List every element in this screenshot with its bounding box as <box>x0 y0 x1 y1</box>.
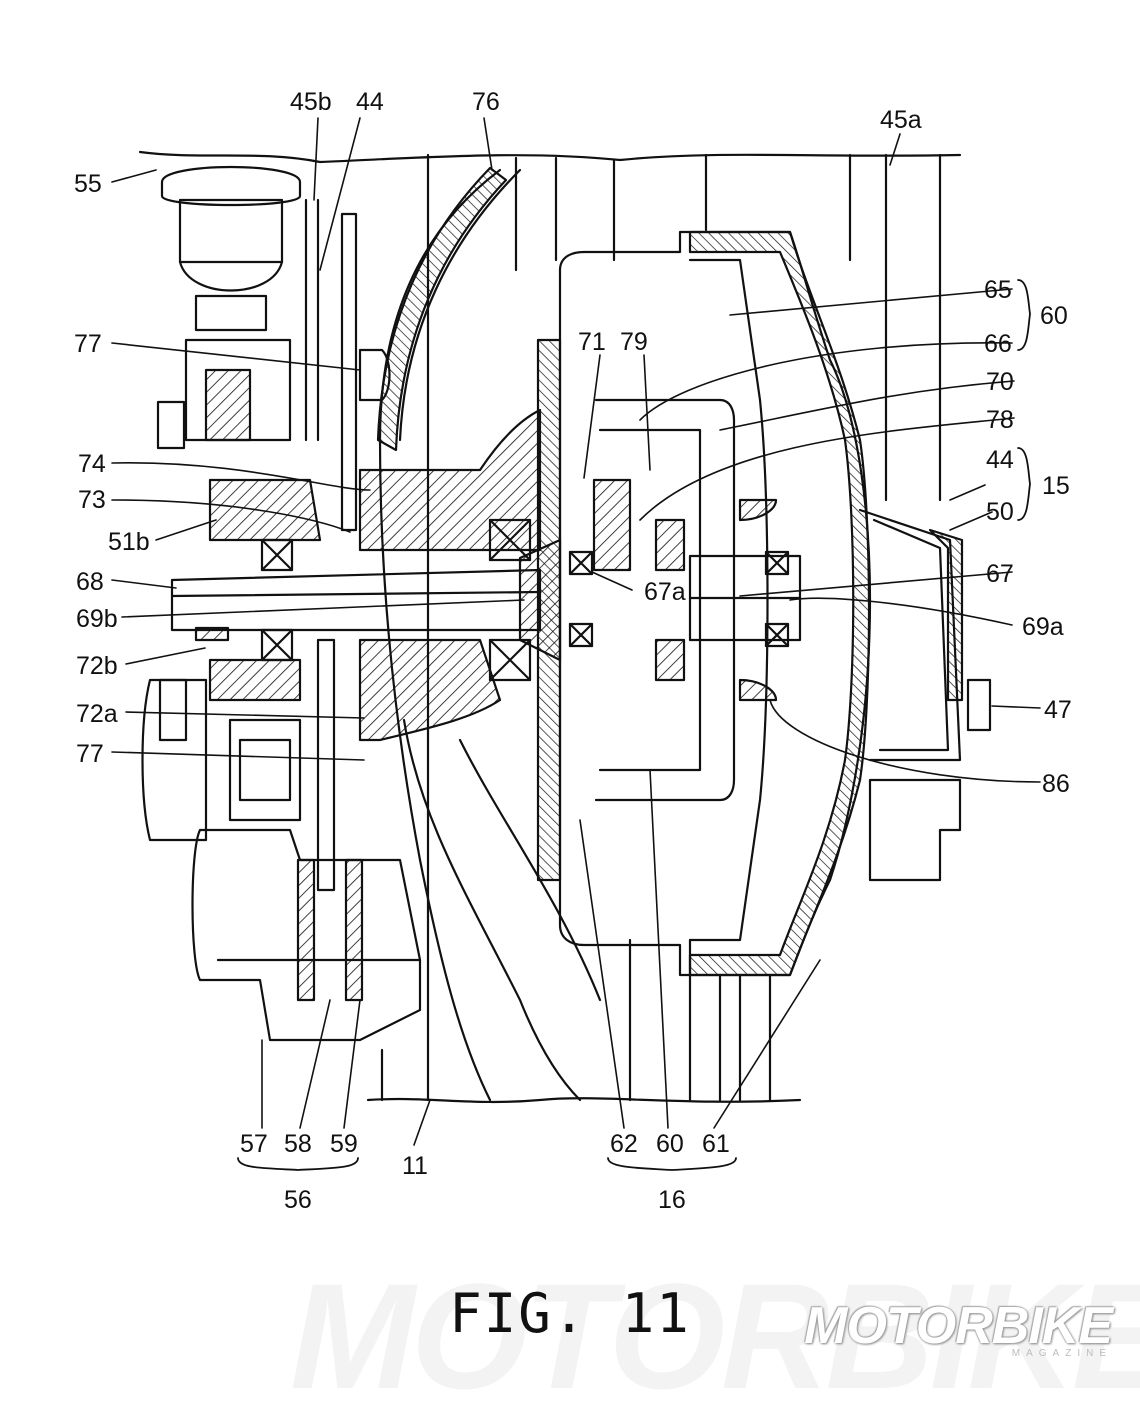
label-62: 62 <box>610 1130 638 1158</box>
brace-16 <box>608 1158 736 1170</box>
label-45b: 45b <box>290 88 332 116</box>
hatched-rim <box>378 168 506 450</box>
collar-69b <box>196 628 228 640</box>
label-51b: 51b <box>108 528 150 556</box>
label-57: 57 <box>240 1130 268 1158</box>
label-79: 79 <box>620 328 648 356</box>
caliper-bracket <box>143 680 207 840</box>
bolt-head <box>158 402 184 448</box>
bottom-break-line <box>368 1098 800 1102</box>
seal-86 <box>740 680 776 700</box>
label-68: 68 <box>76 568 104 596</box>
label-61: 61 <box>702 1130 730 1158</box>
label-77-bottom: 77 <box>76 740 104 768</box>
brake-disc-lower <box>318 640 334 890</box>
top-break-line <box>140 152 960 162</box>
pad-59 <box>346 860 362 1000</box>
label-78: 78 <box>986 406 1014 434</box>
label-45a: 45a <box>880 106 922 134</box>
bracket-50-inner <box>874 520 948 750</box>
mechanical-cross-section-drawing: 55 45b 44 76 45a 65 60 66 77 71 79 70 78… <box>0 0 1140 1392</box>
label-69b: 69b <box>76 605 118 633</box>
brace-60 <box>1018 280 1030 350</box>
axle-centerline <box>172 592 540 596</box>
label-11: 11 <box>402 1152 428 1180</box>
label-60-right: 60 <box>1040 302 1068 330</box>
label-44-right: 44 <box>986 446 1014 474</box>
label-73: 73 <box>78 486 106 514</box>
label-77-top: 77 <box>74 330 102 358</box>
wheel-hub-left-upper <box>210 480 320 540</box>
gear-79 <box>656 520 684 570</box>
label-67a: 67a <box>644 578 686 606</box>
label-67: 67 <box>986 560 1014 588</box>
stator-65 <box>690 260 768 940</box>
brace-15 <box>1018 448 1030 520</box>
label-58: 58 <box>284 1130 312 1158</box>
hub-lower <box>360 640 500 740</box>
label-56: 56 <box>284 1186 312 1214</box>
gear-71 <box>594 480 630 570</box>
axle-68 <box>172 570 540 630</box>
shock-body <box>180 200 282 262</box>
right-lower-box <box>870 780 960 880</box>
label-65: 65 <box>984 276 1012 304</box>
bracket-50 <box>860 510 960 760</box>
seal-top <box>740 500 776 520</box>
label-86: 86 <box>1042 770 1070 798</box>
label-70: 70 <box>986 368 1014 396</box>
label-16: 16 <box>658 1186 686 1214</box>
pad-58 <box>298 860 314 1000</box>
mount-plate <box>538 340 560 880</box>
patent-figure: MOTORBIKE <box>0 0 1140 1392</box>
label-74: 74 <box>78 450 106 478</box>
bolt-47 <box>968 680 990 730</box>
brand-name: MOTORBIKE <box>804 1300 1112 1352</box>
label-72b: 72b <box>76 652 118 680</box>
label-59: 59 <box>330 1130 358 1158</box>
reference-labels: 55 45b 44 76 45a 65 60 66 77 71 79 70 78… <box>74 88 1072 1214</box>
label-69a: 69a <box>1022 613 1064 641</box>
label-47: 47 <box>1044 696 1072 724</box>
brace-56 <box>238 1158 358 1170</box>
label-76: 76 <box>472 88 500 116</box>
brake-disc-upper <box>342 214 356 530</box>
drawing-lines <box>112 118 1040 1170</box>
bolt-head-lower <box>160 680 186 740</box>
label-60-bottom: 60 <box>656 1130 684 1158</box>
gear-77-lower-inner <box>240 740 290 800</box>
label-55: 55 <box>74 170 102 198</box>
label-66: 66 <box>984 330 1012 358</box>
label-71: 71 <box>578 328 606 356</box>
shock-rod <box>196 296 266 330</box>
gear-lower <box>656 640 684 680</box>
outer-cover <box>690 232 869 975</box>
shock-bushing <box>206 370 250 440</box>
brand-watermark: MOTORBIKE MAGAZINE <box>804 1300 1112 1359</box>
label-50: 50 <box>986 498 1014 526</box>
shock-neck <box>180 262 282 291</box>
lower-curve-2 <box>460 740 600 1000</box>
label-72a: 72a <box>76 700 118 728</box>
label-44-top: 44 <box>356 88 384 116</box>
label-15: 15 <box>1042 472 1070 500</box>
wheel-hub-left-lower <box>210 660 300 700</box>
